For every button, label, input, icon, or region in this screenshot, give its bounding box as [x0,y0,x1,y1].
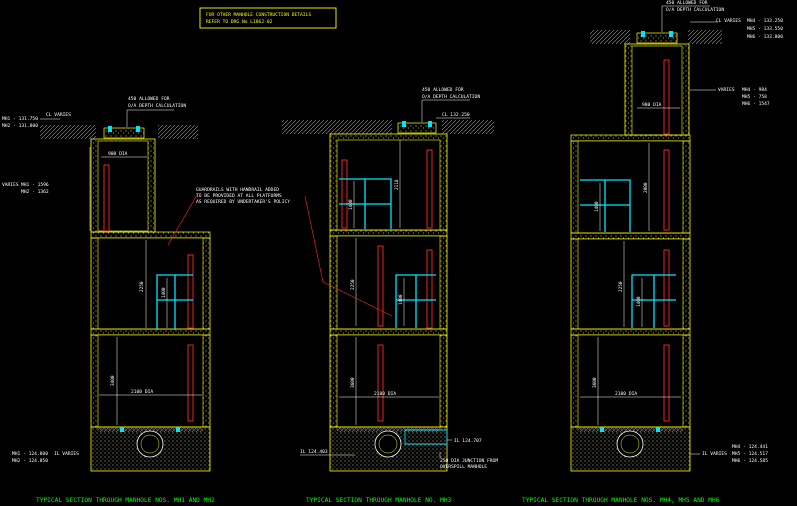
cover-frame [103,127,145,139]
section-mh3: 450 ALLOWED FOR O/A DEPTH CALCULATION CL… [282,87,498,504]
ladder-upper [663,149,670,231]
ladder-upper [103,164,110,232]
allow-note: 450 ALLOWED FOR [666,0,708,6]
section-mh1-mh2: 450 ALLOWED FOR O/A DEPTH CALCULATION CL… [2,96,290,504]
dia-label: 2100 DIA [131,389,153,395]
ladder-lower [663,344,670,422]
section-title-2: TYPICAL SECTION THROUGH MANHOLE NO. MH3 [306,497,452,504]
slab-1 [90,231,211,239]
cl-label: CL VARIES [46,112,71,118]
ladder-middle [663,249,670,327]
dim-1400: 1400 [161,287,167,298]
dim-3600: 3600 [350,377,356,388]
dim-1400-middle: 1400 [398,294,404,305]
junction-pipe [404,429,448,445]
cover-level-3: MH6 - 133.800 [747,34,783,40]
dim-2250: 2250 [139,281,145,292]
ground-right [442,120,494,134]
invert-level-3: MH6 - 124.585 [732,458,768,464]
depth-note: O/A DEPTH CALCULATION [422,94,480,100]
allow-note: 450 ALLOWED FOR [128,96,170,102]
slab-1 [570,232,691,240]
varies-label: VARIES [718,87,735,93]
cl-label: CL VARIES [716,18,741,24]
inner-dim-top: 900 DIA [108,151,128,157]
cover-level-2: MH2 - 131.800 [2,123,38,129]
invert-left: IL 124.403 [300,449,328,455]
guardrail-note-1: GUARDRAILS WITH HANDRAIL ADDED [196,187,279,193]
varies-value-2: MH5 - 758 [742,94,767,100]
ground-right [688,30,722,44]
guardrail-middle [631,274,676,328]
allow-note: 450 ALLOWED FOR [422,87,464,93]
reference-note: FOR OTHER MANHOLE CONSTRUCTION DETAILS R… [199,7,337,29]
varies-value-1: MH1 - 1596 [21,182,49,188]
cover-level-2: MH5 - 133.550 [747,26,783,32]
cover-level-1: MH1 - 131.750 [2,116,38,122]
invert-label: IL VARIES [702,451,727,457]
ground-left [590,30,630,44]
guardrail-middle [156,274,193,330]
ladder-lower [187,344,194,422]
inner-dim-top: 900 DIA [642,102,662,108]
guardrail-upper [339,178,392,229]
guardrail-upper [580,179,631,232]
dim-3600: 3600 [592,377,598,388]
cover-level-1: MH4 - 133.250 [747,18,783,24]
invert-level-1: MH4 - 124.441 [732,444,768,450]
ground-left [282,120,392,134]
depth-note: O/A DEPTH CALCULATION [666,7,724,13]
reference-note-line-1: FOR OTHER MANHOLE CONSTRUCTION DETAILS [206,12,311,18]
ladder-lower [377,344,384,422]
varies-label: VARIES [2,182,19,188]
ground-left [40,125,96,139]
guardrail-middle [395,274,436,328]
ladder-upper [341,159,348,229]
depth-note: O/A DEPTH CALCULATION [128,103,186,109]
dim-2000: 2000 [643,182,649,193]
varies-value-1: MH4 - 984 [742,87,767,93]
dim-1400-upper: 1400 [348,199,354,210]
slab-2 [90,328,211,336]
dim-3400: 3400 [110,375,116,386]
guardrail-note-2: TO BE PROVIDED AT ALL PLATFORMS [196,193,282,199]
reference-note-line-2: REFER TO DRG No L1862-02 [206,19,273,25]
dim-2118: 2118 [394,179,400,190]
invert-level-2: MH5 - 124.517 [732,451,768,457]
section-mh4-mh6: 450 ALLOWED FOR O/A DEPTH CALCULATION CL… [522,0,783,504]
slab-1 [329,229,448,237]
invert-level-1: MH1 - 124.800 [12,451,48,457]
varies-value-3: MH6 - 1547 [742,101,770,107]
ladder-middle [377,245,384,327]
guardrail-note-3: AS REQUIRED BY UNDERTAKER'S POLICY [196,199,290,205]
dim-1400-upper: 1400 [594,201,600,212]
slab-2 [329,328,448,336]
invert-level-2: MH2 - 124.850 [12,458,48,464]
ladder-shaft [663,59,670,135]
ground-right [158,125,198,139]
dim-2250: 2250 [350,279,356,290]
invert-label: IL VARIES [54,451,79,457]
section-title-1: TYPICAL SECTION THROUGH MANHOLE NOS. MH1… [36,497,215,504]
junction-note-1: 250 DIA JUNCTION FROM [440,458,498,464]
cover-seat-left [108,126,112,132]
cover-frame [636,32,678,44]
cover-seat-right [136,126,140,132]
section-title-3: TYPICAL SECTION THROUGH MANHOLE NOS. MH4… [522,497,720,504]
junction-note-2: OVERSPILL MANHOLE [440,464,487,470]
cl-label: CL 132.250 [442,112,470,118]
cover-frame [397,122,437,134]
slab-2 [570,328,691,336]
dia-label: 2100 DIA [615,391,637,397]
invert-right: IL 124.707 [454,438,482,444]
dim-1400-middle: 1400 [636,296,642,307]
varies-value-2: MH2 - 1362 [21,189,49,195]
ladder-middle [187,254,194,329]
dim-2250: 2250 [618,281,624,292]
slab-top [570,134,691,142]
dia-label: 2100 DIA [374,391,396,397]
